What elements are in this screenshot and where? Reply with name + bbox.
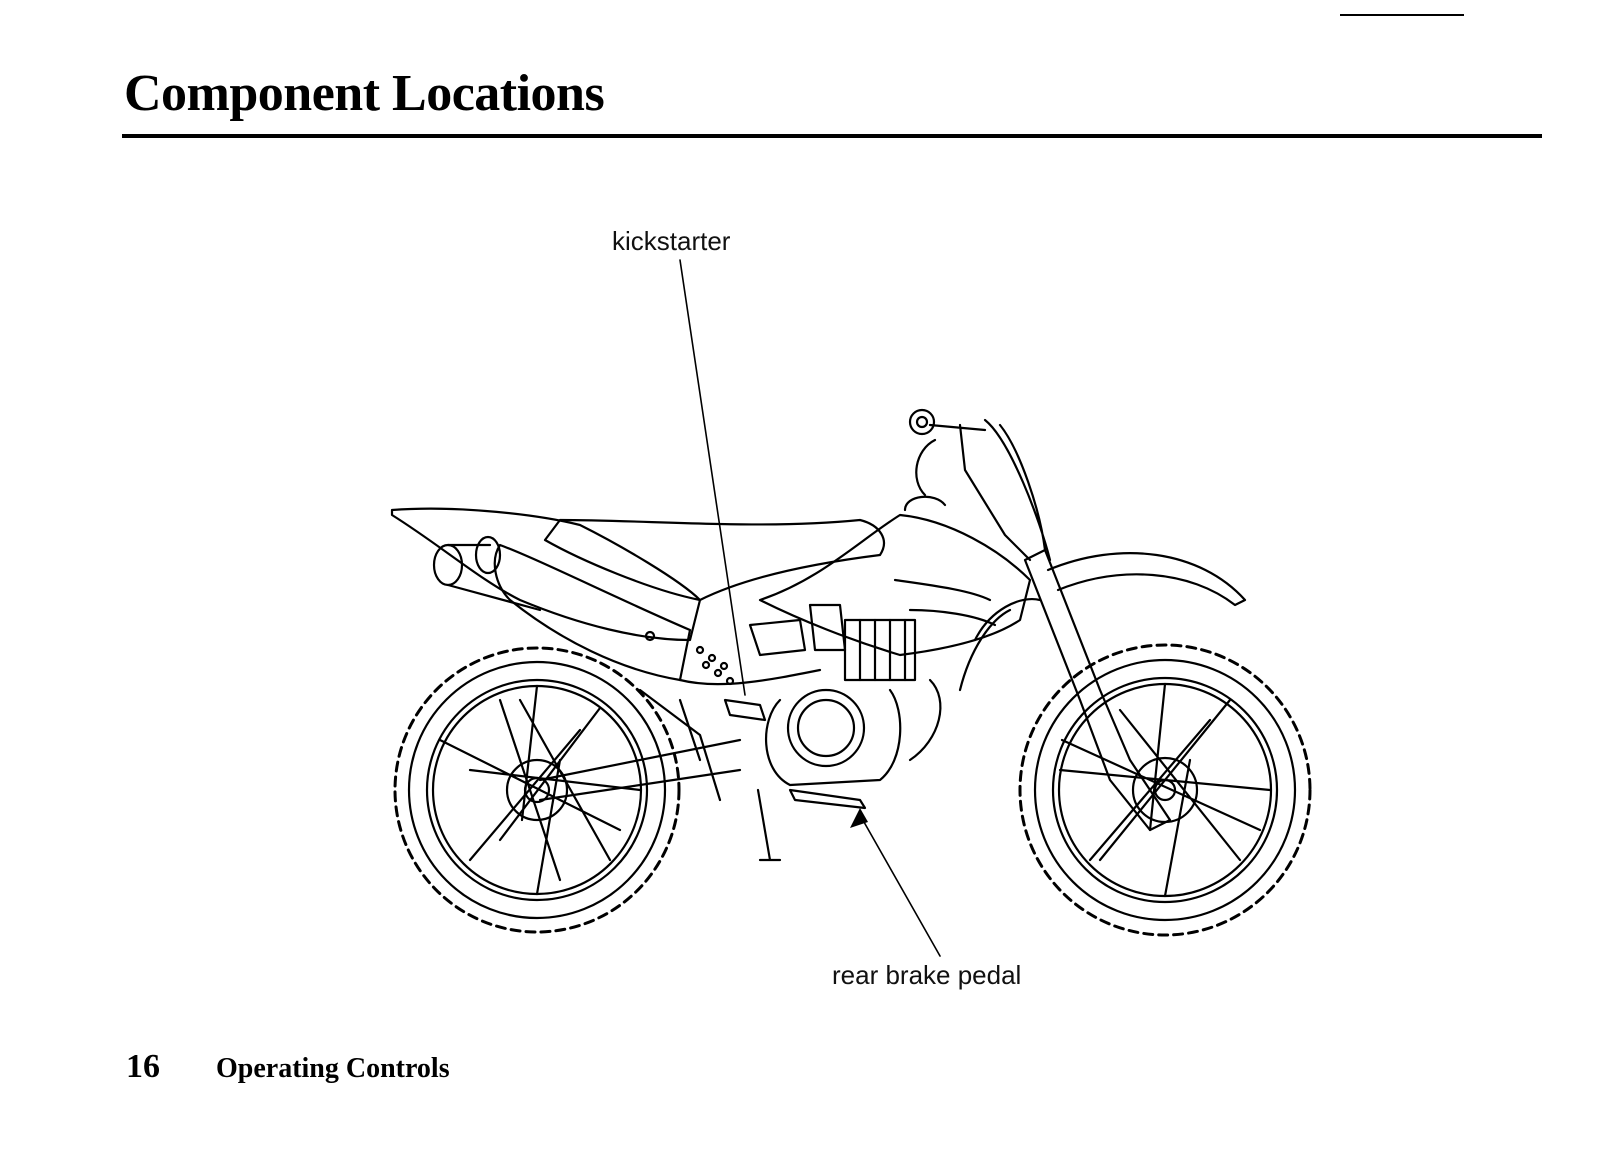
front-fender bbox=[1046, 552, 1247, 607]
engine bbox=[748, 603, 942, 787]
page-footer: 16 Operating Controls bbox=[126, 1048, 450, 1086]
side-panel bbox=[493, 543, 692, 682]
kickstarter-leader bbox=[679, 259, 746, 696]
muffler bbox=[432, 535, 542, 612]
front-wheel bbox=[1018, 643, 1312, 937]
header-short-rule bbox=[1340, 14, 1464, 16]
swingarm bbox=[538, 668, 822, 802]
section-name: Operating Controls bbox=[216, 1053, 450, 1084]
side-stand bbox=[756, 788, 782, 862]
rear-shock bbox=[638, 688, 722, 802]
fuel-tank-shroud bbox=[758, 513, 1032, 657]
page-title: Component Locations bbox=[124, 65, 605, 122]
rear-fender bbox=[390, 507, 702, 642]
brake-leader bbox=[859, 814, 941, 957]
front-fork bbox=[1023, 548, 1172, 832]
seat bbox=[543, 518, 885, 602]
side-panel-dots bbox=[644, 630, 735, 686]
rear-brake-pedal-part bbox=[788, 788, 867, 810]
callout-rear-brake-pedal: rear brake pedal bbox=[832, 960, 1022, 990]
callout-kickstarter: kickstarter bbox=[612, 226, 731, 256]
kickstarter-lever bbox=[723, 698, 767, 722]
rear-wheel bbox=[393, 646, 681, 934]
brake-arrow-head bbox=[850, 808, 868, 828]
handlebar bbox=[928, 423, 1032, 562]
title-rule bbox=[122, 134, 1542, 138]
page-number: 16 bbox=[126, 1048, 160, 1085]
